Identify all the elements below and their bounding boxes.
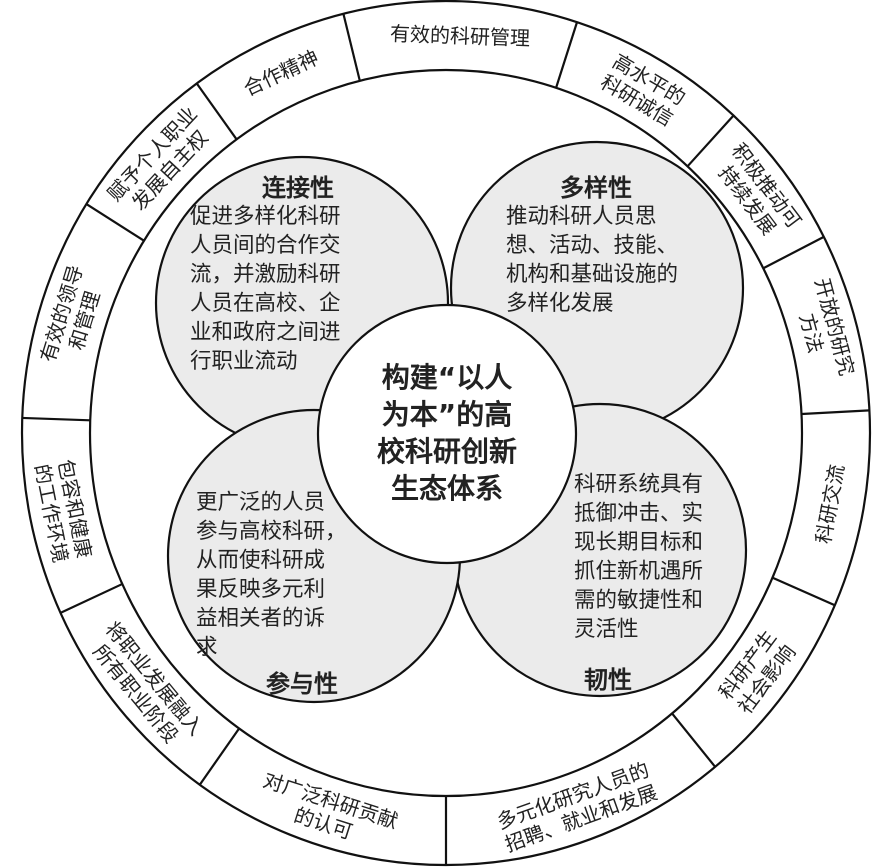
petal-line: 灵活性 (574, 617, 639, 642)
ring-divider (686, 114, 735, 168)
petal-body-participation: 更广泛的人员 参与高校科研， 从而使科研成 果反映多元利 益相关者的诉 求 (196, 488, 347, 662)
ring-divider (195, 82, 238, 141)
petal-line: 人员在高校、企 (190, 291, 341, 316)
petal-title-participation: 参与性 (266, 670, 338, 698)
ring-divider (772, 576, 836, 607)
petal-line: 业和政府之间进 (190, 320, 341, 345)
petal-line: 求 (196, 635, 218, 660)
petal-line: 从而使科研成 (196, 548, 326, 573)
petal-line: 更广泛的人员 (196, 490, 326, 515)
ring-divider (342, 13, 361, 82)
petal-line: 想、活动、技能、 (506, 233, 679, 258)
petal-line: 人员间的合作交 (190, 233, 341, 258)
petal-line: 需的敏捷性和 (574, 588, 704, 613)
center-title: 构建“以人 为本”的高 校科研创新 生态体系 (377, 359, 517, 507)
petal-line: 流，并激励科研 (190, 262, 341, 287)
petal-line: 益相关者的诉 (196, 606, 326, 631)
ring-divider (762, 235, 825, 270)
center-line: 为本”的高 (381, 398, 513, 431)
petal-body-connectivity: 促进多样化科研 人员间的合作交 流，并激励科研 人员在高校、企 业和政府之间进 … (190, 202, 341, 376)
petal-line: 机构和基础设施的 (506, 262, 679, 287)
petal-body-resilience: 科研系统具有 抵御冲击、实 现长期目标和 抓住新机遇所 需的敏捷性和 灵活性 (574, 470, 703, 644)
ring-divider (85, 203, 145, 242)
petal-line: 科研系统具有 (574, 472, 704, 497)
petal-line: 参与高校科研， (196, 519, 347, 544)
petal-line: 果反映多元利 (196, 577, 326, 602)
petal-title-diversity: 多样性 (560, 174, 632, 202)
ring-segment-label: 有效的科研管理 (389, 21, 530, 50)
ring-divider (555, 21, 579, 89)
center-line: 校科研创新 (376, 435, 518, 468)
ring-divider (60, 583, 123, 614)
petal-line: 抓住新机遇所 (574, 559, 704, 584)
petal-line: 多样化发展 (506, 291, 614, 316)
petal-title-connectivity: 连接性 (262, 174, 334, 202)
petal-line: 抵御冲击、实 (574, 501, 704, 526)
petal-body-diversity: 推动科研人员思 想、活动、技能、 机构和基础设施的 多样化发展 (506, 202, 678, 318)
petal-line: 现长期目标和 (574, 530, 704, 555)
ring-divider (198, 727, 241, 786)
ring-segment-line: 有效的科研管理 (389, 21, 530, 51)
ring-divider (671, 712, 716, 768)
petal-title-resilience: 韧性 (584, 666, 632, 694)
center-line: 构建“以人 (381, 361, 513, 394)
petal-line: 推动科研人员思 (506, 204, 657, 229)
petal-line: 行职业流动 (190, 349, 298, 374)
center-circle (316, 303, 578, 565)
center-line: 生态体系 (390, 472, 504, 505)
ring-divider (22, 416, 91, 422)
petal-line: 促进多样化科研 (190, 204, 341, 229)
ring-divider (801, 409, 870, 416)
